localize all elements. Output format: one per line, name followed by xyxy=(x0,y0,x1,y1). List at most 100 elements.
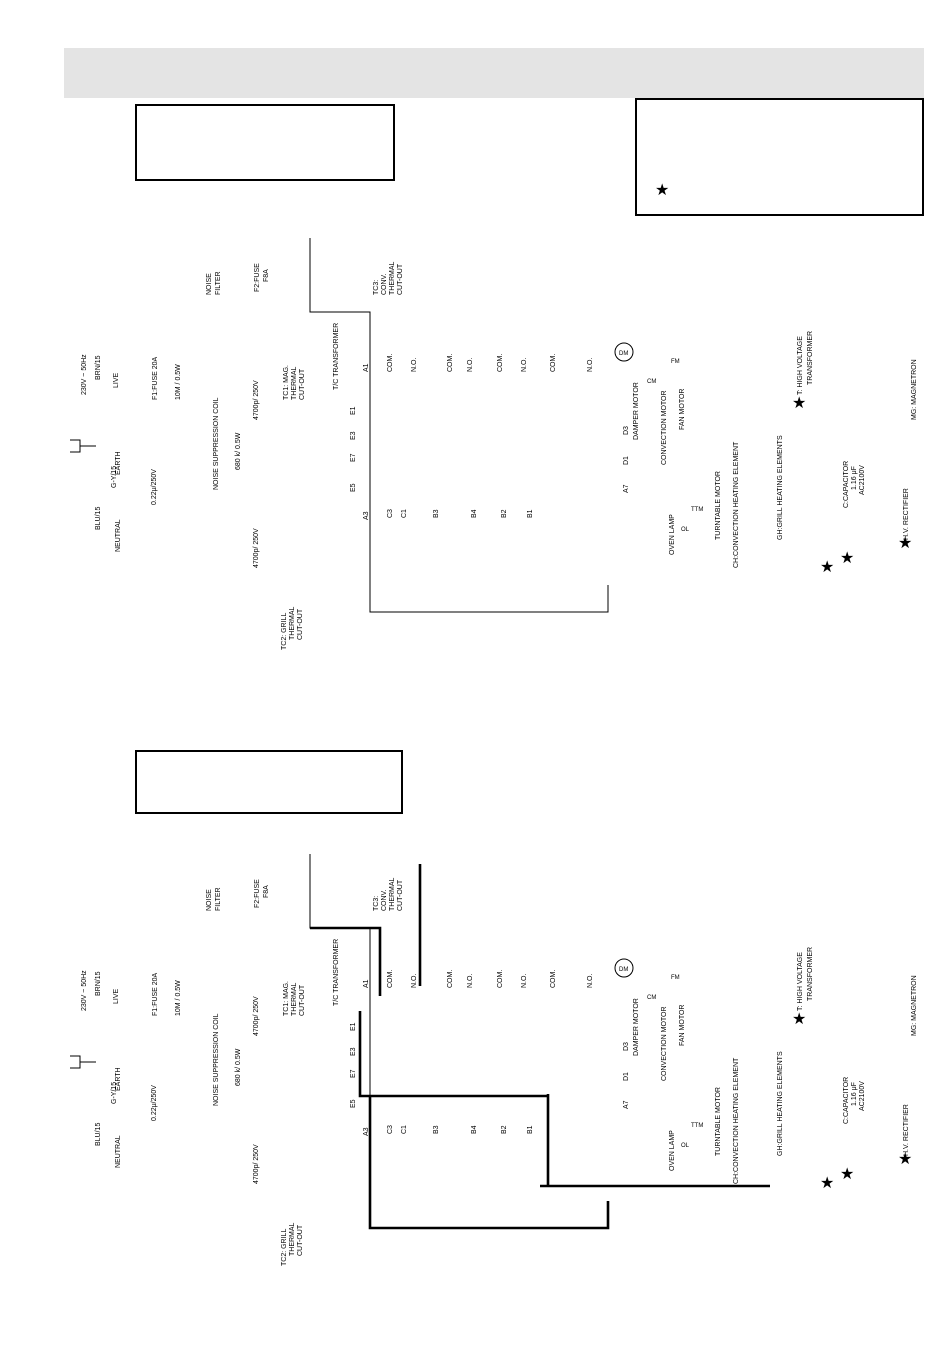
svg-text:OL: OL xyxy=(681,527,690,533)
svg-text:CH:CONVECTION HEATING ELEMENT: CH:CONVECTION HEATING ELEMENT xyxy=(733,1057,740,1184)
svg-text:B2: B2 xyxy=(501,509,508,518)
svg-text:TTM: TTM xyxy=(691,1123,703,1129)
svg-text:CONV.: CONV. xyxy=(381,273,388,295)
caption-box-bottom xyxy=(135,750,403,814)
svg-text:CONVECTION MOTOR: CONVECTION MOTOR xyxy=(661,1006,668,1081)
svg-text:F8A: F8A xyxy=(263,885,270,898)
svg-text:FAN MOTOR: FAN MOTOR xyxy=(679,1005,686,1046)
svg-text:C3: C3 xyxy=(387,1125,394,1134)
svg-text:C3: C3 xyxy=(387,509,394,518)
svg-text:A7: A7 xyxy=(623,484,630,493)
svg-text:N.O.: N.O. xyxy=(467,974,474,988)
svg-text:N.O.: N.O. xyxy=(587,974,594,988)
svg-text:B1: B1 xyxy=(527,509,534,518)
svg-text:TRANSFORMER: TRANSFORMER xyxy=(807,331,814,385)
svg-text:TURNTABLE MOTOR: TURNTABLE MOTOR xyxy=(715,471,722,540)
svg-text:E5: E5 xyxy=(350,1099,357,1108)
svg-text:TC2: GRILL: TC2: GRILL xyxy=(281,613,288,650)
svg-text:CONV.: CONV. xyxy=(381,889,388,911)
svg-text:CUT-OUT: CUT-OUT xyxy=(297,1224,304,1256)
svg-text:D1: D1 xyxy=(623,456,630,465)
svg-text:230V ~ 50Hz: 230V ~ 50Hz xyxy=(81,970,88,1011)
svg-text:BLU/15: BLU/15 xyxy=(95,507,102,530)
svg-text:0.22μ/250V: 0.22μ/250V xyxy=(151,1085,158,1121)
svg-text:GH:GRILL HEATING ELEMENTS: GH:GRILL HEATING ELEMENTS xyxy=(777,435,784,540)
svg-text:F2:FUSE: F2:FUSE xyxy=(254,879,261,908)
svg-text:D3: D3 xyxy=(623,426,630,435)
svg-text:CUT-OUT: CUT-OUT xyxy=(299,984,306,1016)
svg-text:B4: B4 xyxy=(471,1125,478,1134)
svg-text:4700p/ 250V: 4700p/ 250V xyxy=(253,380,260,420)
supply-section: L N xyxy=(70,1055,96,1069)
svg-text:THERMAL: THERMAL xyxy=(289,1222,296,1256)
svg-text:COM.: COM. xyxy=(387,970,394,988)
svg-text:H.V. RECTIFIER: H.V. RECTIFIER xyxy=(903,1104,910,1156)
labels: 230V ~ 50Hz BRN/15 BLU/15 LIVE EARTH NEU… xyxy=(81,261,918,650)
svg-text:COM.: COM. xyxy=(497,354,504,372)
svg-text:NEUTRAL: NEUTRAL xyxy=(115,519,122,552)
svg-text:1.16 μF: 1.16 μF xyxy=(851,1082,858,1106)
svg-text:FILTER: FILTER xyxy=(215,271,222,295)
svg-text:DM: DM xyxy=(619,351,628,357)
svg-text:★: ★ xyxy=(840,548,854,567)
svg-text:N.O.: N.O. xyxy=(521,974,528,988)
svg-text:G-Y/15: G-Y/15 xyxy=(111,466,118,488)
svg-text:A7: A7 xyxy=(623,1100,630,1109)
svg-text:1.16 μF: 1.16 μF xyxy=(851,466,858,490)
svg-text:B4: B4 xyxy=(471,509,478,518)
svg-text:NEUTRAL: NEUTRAL xyxy=(115,1135,122,1168)
svg-text:E1: E1 xyxy=(350,406,357,415)
control-board xyxy=(309,854,609,1229)
svg-text:EARTH: EARTH xyxy=(115,451,122,475)
svg-text:CUT-OUT: CUT-OUT xyxy=(297,608,304,640)
svg-text:MG: MAGNETRON: MG: MAGNETRON xyxy=(911,359,918,420)
svg-text:FILTER: FILTER xyxy=(215,887,222,911)
svg-text:COM.: COM. xyxy=(550,970,557,988)
svg-text:TRANSFORMER: TRANSFORMER xyxy=(807,947,814,1001)
svg-text:A3: A3 xyxy=(363,1127,370,1136)
svg-text:N.O.: N.O. xyxy=(411,974,418,988)
svg-text:E1: E1 xyxy=(350,1022,357,1031)
svg-text:230V ~ 50Hz: 230V ~ 50Hz xyxy=(81,354,88,395)
svg-text:EARTH: EARTH xyxy=(115,1067,122,1091)
svg-text:CONVECTION MOTOR: CONVECTION MOTOR xyxy=(661,390,668,465)
svg-text:4700p/ 250V: 4700p/ 250V xyxy=(253,528,260,568)
svg-text:LIVE: LIVE xyxy=(113,372,120,388)
svg-text:FM: FM xyxy=(671,359,680,365)
svg-text:GH:GRILL HEATING ELEMENTS: GH:GRILL HEATING ELEMENTS xyxy=(777,1051,784,1156)
svg-text:TC2: GRILL: TC2: GRILL xyxy=(281,1229,288,1266)
svg-text:COM.: COM. xyxy=(387,354,394,372)
svg-text:COM.: COM. xyxy=(550,354,557,372)
svg-text:OVEN LAMP: OVEN LAMP xyxy=(669,514,676,555)
svg-text:COM.: COM. xyxy=(447,354,454,372)
svg-text:B3: B3 xyxy=(433,1125,440,1134)
supply-section: L N xyxy=(70,439,96,453)
svg-text:B2: B2 xyxy=(501,1125,508,1134)
svg-text:TC3:: TC3: xyxy=(373,896,380,911)
labels: 230V ~ 50Hz BRN/15 BLU/15 LIVE EARTH NEU… xyxy=(81,877,918,1266)
svg-text:CUT-OUT: CUT-OUT xyxy=(397,879,404,911)
svg-text:4700p/ 250V: 4700p/ 250V xyxy=(253,1144,260,1184)
svg-text:E7: E7 xyxy=(350,1069,357,1078)
svg-text:E3: E3 xyxy=(350,431,357,440)
svg-text:★: ★ xyxy=(898,1149,912,1168)
svg-text:THERMAL: THERMAL xyxy=(289,606,296,640)
svg-text:C1: C1 xyxy=(401,1125,408,1134)
svg-text:BRN/15: BRN/15 xyxy=(95,971,102,996)
svg-text:OVEN LAMP: OVEN LAMP xyxy=(669,1130,676,1171)
loads xyxy=(614,342,634,362)
svg-text:T: HIGH VOLTAGE: T: HIGH VOLTAGE xyxy=(797,952,804,1011)
svg-text:AC2100V: AC2100V xyxy=(859,1081,866,1111)
svg-text:TC1: MAG.: TC1: MAG. xyxy=(283,981,290,1016)
header-bar xyxy=(64,48,924,98)
svg-text:C1: C1 xyxy=(401,509,408,518)
loads xyxy=(614,958,634,978)
svg-text:B1: B1 xyxy=(527,1125,534,1134)
svg-text:TTM: TTM xyxy=(691,507,703,513)
legend-star-icon: ★ xyxy=(655,180,669,199)
svg-text:CUT-OUT: CUT-OUT xyxy=(299,368,306,400)
svg-text:TC1: MAG.: TC1: MAG. xyxy=(283,365,290,400)
legend-box xyxy=(635,98,924,216)
svg-text:D3: D3 xyxy=(623,1042,630,1051)
svg-text:CH:CONVECTION HEATING ELEMENT: CH:CONVECTION HEATING ELEMENT xyxy=(733,441,740,568)
